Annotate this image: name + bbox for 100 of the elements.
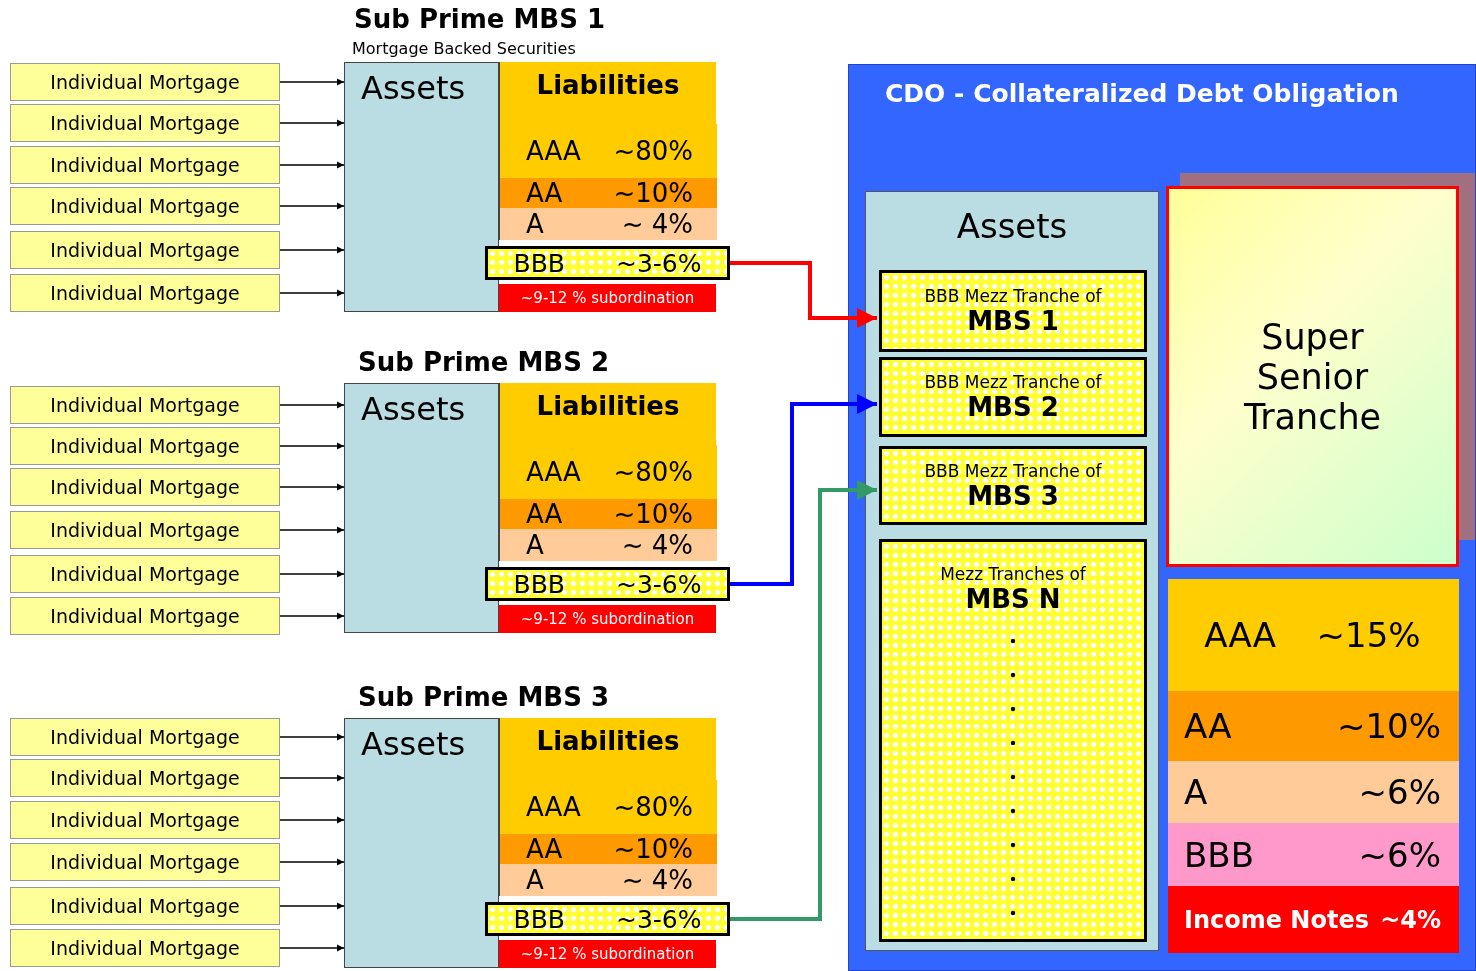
tranche-caption: BBB Mezz Tranche of <box>924 372 1102 392</box>
liabilities-box <box>499 383 716 561</box>
arrow <box>279 401 345 409</box>
tranche-caption: Mezz Tranches of <box>940 564 1086 584</box>
tranche-share: ~80% <box>613 457 693 487</box>
mortgage-label: Individual Mortgage <box>50 71 240 93</box>
mortgage-label: Individual Mortgage <box>50 154 240 176</box>
arrow <box>279 246 345 254</box>
tranche-share: ~ 4% <box>621 530 693 560</box>
mortgage-box <box>10 468 280 506</box>
tranche-row <box>500 864 717 896</box>
tranche-box <box>879 270 1147 352</box>
arrow <box>730 480 877 921</box>
tranche-box <box>879 446 1147 525</box>
tranche-box <box>879 357 1147 437</box>
tranche-share: ~ 4% <box>621 865 693 895</box>
mortgage-label: Individual Mortgage <box>50 937 240 959</box>
box-heading: Liabilities <box>535 70 681 100</box>
tranche-row <box>1168 761 1459 823</box>
mortgage-box <box>10 427 280 465</box>
subordination-box <box>499 605 716 633</box>
box-heading: Assets <box>955 206 1069 246</box>
mortgage-box <box>10 511 280 549</box>
tranche-share: ~6% <box>1358 772 1441 812</box>
arrow <box>279 902 345 910</box>
mortgage-box <box>10 555 280 593</box>
mortgage-label: Individual Mortgage <box>50 435 240 457</box>
tranche-row <box>1168 823 1459 886</box>
tranche-rating: A <box>526 209 544 239</box>
subordination-note: ~9-12 % subordination <box>520 945 695 963</box>
arrow <box>279 570 345 578</box>
arrow <box>279 202 345 210</box>
tranche-caption: BBB Mezz Tranche of <box>924 286 1102 306</box>
cdo-panel <box>848 64 1476 971</box>
tranche-rating: AAA <box>526 792 581 822</box>
arrow <box>279 119 345 127</box>
tranche-rating: AAA <box>526 136 581 166</box>
arrow <box>279 526 345 534</box>
tranche-rating: AA <box>526 499 563 529</box>
arrow <box>279 289 345 297</box>
tranche-row <box>485 567 730 601</box>
liabilities-box <box>499 62 716 240</box>
tranche-row <box>500 178 717 208</box>
mortgage-label: Individual Mortgage <box>50 394 240 416</box>
arrow <box>279 161 345 169</box>
tranche-box <box>1166 186 1459 567</box>
mortgage-box <box>10 63 280 101</box>
tranche-rating: BBB <box>513 569 565 599</box>
arrow <box>730 394 877 586</box>
mortgage-box <box>10 887 280 925</box>
tranche-rating: A <box>1184 772 1208 812</box>
tranche-name: MBS 2 <box>967 392 1059 422</box>
tranche-row <box>500 529 717 561</box>
arrow <box>279 78 345 86</box>
tranche-share: ~3-6% <box>615 569 702 599</box>
tranche-rating: A <box>526 865 544 895</box>
section-title: Sub Prime MBS 1 <box>354 4 606 34</box>
tranche-share: ~3-6% <box>615 904 702 934</box>
tranche-share: ~6% <box>1358 834 1441 875</box>
tranche-share: ~10% <box>1336 706 1441 746</box>
tranche-share: ~ 4% <box>621 209 693 239</box>
panel-title: CDO - Collateralized Debt Obligation <box>885 79 1399 108</box>
tranche-caption: BBB Mezz Tranche of <box>924 460 1102 481</box>
box-heading: Assets <box>361 390 466 428</box>
tranche-rating: A <box>526 530 544 560</box>
mortgage-box <box>10 718 280 756</box>
arrow <box>279 733 345 741</box>
tranche-name: MBS 1 <box>967 306 1059 336</box>
section-title: Sub Prime MBS 2 <box>358 347 610 377</box>
tranche-share: ~10% <box>613 834 693 864</box>
arrow <box>730 261 877 328</box>
subordination-box <box>499 940 716 968</box>
tranche-rating: AAA <box>526 457 581 487</box>
box-heading: Liabilities <box>535 391 681 421</box>
tranche-rating: BBB <box>513 248 565 278</box>
tranche-rating: Income Notes <box>1184 905 1369 934</box>
tranche-row <box>1168 691 1459 761</box>
tranche-rating: BBB <box>513 904 565 934</box>
subordination-box <box>499 284 716 312</box>
arrow <box>279 816 345 824</box>
mortgage-label: Individual Mortgage <box>50 112 240 134</box>
tranche-rating: BBB <box>1184 834 1254 875</box>
arrow <box>279 944 345 952</box>
tranche-row <box>500 834 717 864</box>
mortgage-label: Individual Mortgage <box>50 282 240 304</box>
tranche-share: ~80% <box>613 792 693 822</box>
tranche-share: ~10% <box>613 178 693 208</box>
tranche-row <box>485 246 730 280</box>
box-heading: Assets <box>361 69 466 107</box>
mortgage-box <box>10 929 280 967</box>
tranche-row <box>485 902 730 936</box>
mortgage-box <box>10 231 280 269</box>
assets-box <box>344 383 499 633</box>
tranche-name: MBS N <box>965 584 1061 614</box>
tranche-rating: AAA <box>1204 615 1276 655</box>
arrow <box>279 774 345 782</box>
mortgage-box <box>10 843 280 881</box>
mortgage-label: Individual Mortgage <box>50 809 240 831</box>
mortgage-label: Individual Mortgage <box>50 851 240 873</box>
arrow <box>279 483 345 491</box>
